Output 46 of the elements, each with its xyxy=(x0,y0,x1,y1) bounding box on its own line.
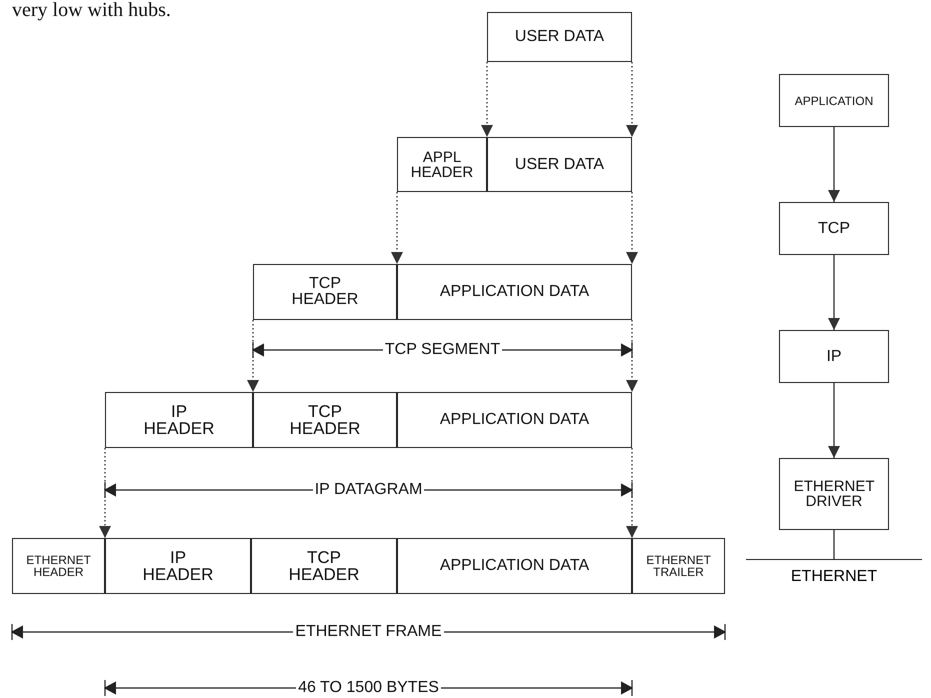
packet-field xyxy=(487,12,632,62)
field-label: IP HEADER xyxy=(144,403,214,437)
layer-box xyxy=(779,202,889,255)
packet-field xyxy=(632,538,725,594)
body-text: very low with hubs. xyxy=(10,0,173,20)
packet-field xyxy=(105,538,251,594)
field-label: ETHERNET DRIVER xyxy=(794,479,874,509)
arrow xyxy=(828,383,840,458)
arrow xyxy=(828,255,840,330)
packet-field xyxy=(251,538,397,594)
field-label: ETHERNET TRAILER xyxy=(646,554,711,578)
field-label: IP xyxy=(826,348,842,364)
field-label: USER DATA xyxy=(514,156,604,172)
dotted-arrow xyxy=(481,62,493,137)
packet-field xyxy=(253,392,397,448)
field-label: APPLICATION DATA xyxy=(440,284,590,300)
dotted-arrow xyxy=(99,448,111,538)
field-label: TCP HEADER xyxy=(290,403,360,437)
field-label: APPLICATION DATA xyxy=(440,412,590,428)
field-label: TCP HEADER xyxy=(288,549,360,583)
dotted-arrow xyxy=(626,448,638,538)
packet-field xyxy=(105,392,253,448)
layer-box xyxy=(779,458,889,530)
packet-field xyxy=(397,264,632,320)
packet-field xyxy=(397,137,487,192)
dotted-arrow xyxy=(626,192,638,264)
field-label: APPLICATION xyxy=(794,94,874,106)
dotted-arrow xyxy=(391,192,403,264)
field-label: TCP xyxy=(818,220,850,236)
field-label: USER DATA xyxy=(514,29,604,45)
field-label: TCP HEADER xyxy=(292,276,358,308)
packet-field xyxy=(253,264,397,320)
field-label: APPL HEADER xyxy=(410,150,474,180)
layer-box xyxy=(779,330,889,383)
field-label: IP HEADER xyxy=(142,549,214,583)
layer-box xyxy=(779,74,889,127)
packet-field xyxy=(397,538,632,594)
connector-line xyxy=(833,530,835,559)
packet-field xyxy=(487,137,632,192)
packet-field xyxy=(397,392,632,448)
packet-field xyxy=(12,538,105,594)
field-label: APPLICATION DATA xyxy=(440,558,590,574)
field-label: ETHERNET HEADER xyxy=(26,554,91,578)
arrow xyxy=(828,127,840,202)
field-label: ETHERNET xyxy=(790,568,878,587)
dotted-arrow xyxy=(626,62,638,137)
